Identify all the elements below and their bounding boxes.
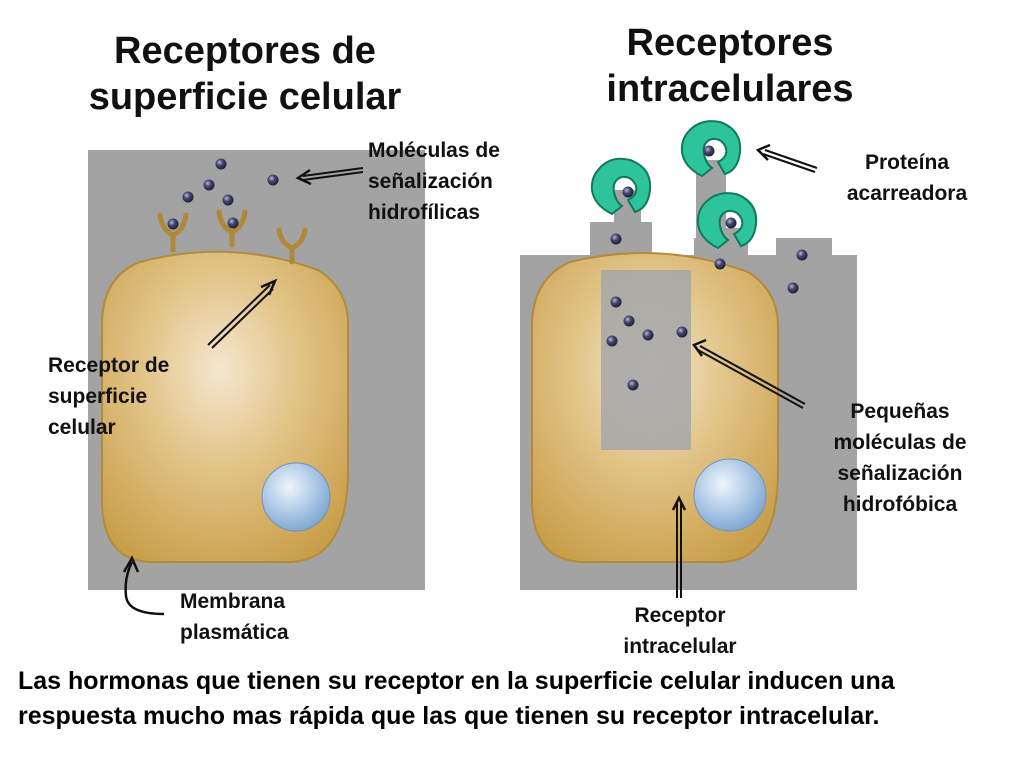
surface-receptor-panel (88, 150, 425, 590)
molecule (203, 179, 215, 191)
molecule (703, 145, 715, 157)
molecule (222, 194, 234, 206)
arrow-membrane (122, 555, 165, 616)
molecule (627, 379, 639, 391)
surface-receptor-2 (216, 209, 248, 248)
molecule (714, 258, 726, 270)
surface-receptor-1 (157, 212, 189, 253)
molecule (725, 217, 737, 229)
left-nucleus (261, 462, 331, 532)
carrier-protein-2 (680, 120, 742, 178)
molecule (182, 191, 194, 203)
molecule (610, 296, 622, 308)
molecule (610, 233, 622, 245)
surface-receptor-3 (276, 227, 308, 265)
molecule (796, 249, 808, 261)
molecule (227, 217, 239, 229)
carrier-protein-1 (590, 157, 652, 216)
arrow-intracellular-receptor (671, 495, 687, 598)
intracellular-receptor-panel (520, 120, 857, 590)
carrier-protein-3 (696, 192, 758, 250)
molecule (623, 315, 635, 327)
label-plasma-membrane: Membrana plasmática (180, 590, 289, 644)
molecule (215, 158, 227, 170)
arrow-carrier-protein (755, 143, 818, 173)
label-carrier-protein: Proteína acarreadora (846, 151, 968, 205)
molecule (642, 329, 654, 341)
right-nucleus (693, 458, 767, 532)
molecule (787, 282, 799, 294)
label-hydrophobic-molecules: Pequeñas moléculas de señalización hidro… (833, 400, 967, 516)
title-surface-receptors: Receptores de superficie celular (88, 30, 402, 118)
arrow-hydrophobic (692, 338, 806, 409)
molecule (622, 186, 634, 198)
molecule (267, 174, 279, 186)
molecule (676, 326, 688, 338)
molecule (167, 218, 179, 230)
molecule (606, 335, 618, 347)
title-intracellular-receptors: Receptores intracelulares (606, 22, 854, 110)
label-hydrophilic-molecules: Moléculas de señalización hidrofílicas (368, 139, 500, 224)
label-surface-receptor: Receptor de superficie celular (48, 354, 170, 439)
arrow-hydrophilic (295, 167, 364, 186)
caption: Las hormonas que tienen su receptor en l… (18, 667, 895, 730)
label-intracellular-receptor: Receptor intracelular (623, 604, 737, 658)
arrow-surface-receptor (207, 278, 278, 349)
